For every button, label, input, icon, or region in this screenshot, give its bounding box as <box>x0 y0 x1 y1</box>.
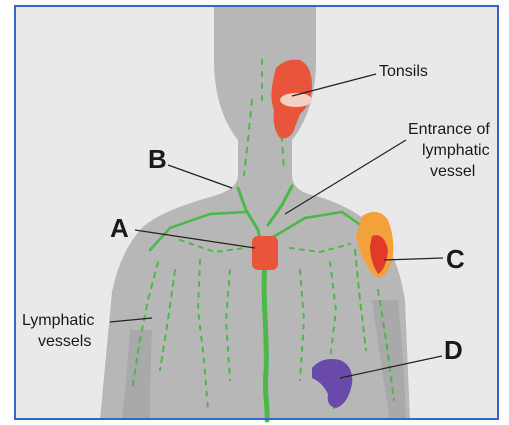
entrance-label-line2: lymphatic <box>422 142 490 160</box>
entrance-label-line1: Entrance of <box>408 121 490 139</box>
entrance-label-line3: vessel <box>430 163 475 181</box>
label-c: C <box>446 245 465 275</box>
label-b: B <box>148 145 167 175</box>
label-d: D <box>444 336 463 366</box>
lymphatic-vessels-label-line1: Lymphatic <box>22 312 94 330</box>
tonsils-label: Tonsils <box>379 63 428 81</box>
label-a: A <box>110 214 129 244</box>
lymphatic-vessels-label-line2: vessels <box>38 333 91 351</box>
